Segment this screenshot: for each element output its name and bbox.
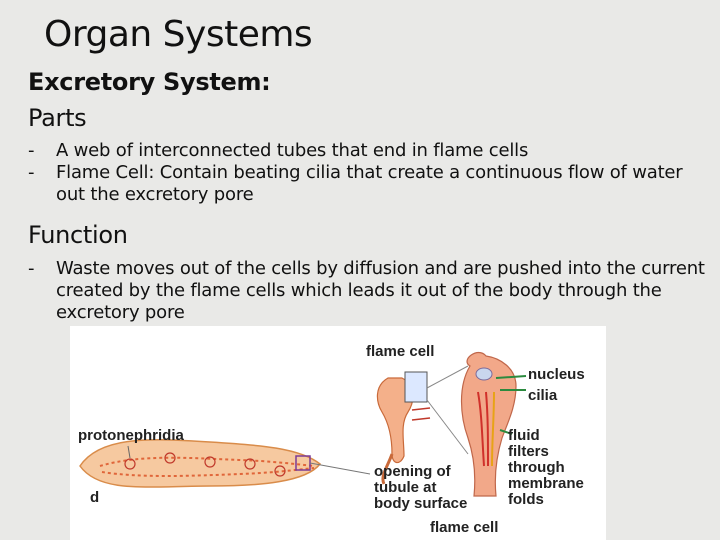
flame-cell-small-icon: [376, 365, 469, 485]
label-nucleus: nucleus: [528, 366, 585, 383]
label-opening-of: opening of: [374, 463, 452, 480]
label-tubule-at: tubule at: [374, 479, 437, 496]
function-label: Function: [28, 221, 128, 249]
label-body-surface: body surface: [374, 495, 467, 512]
label-flame-cell-top: flame cell: [366, 343, 434, 360]
label-fluid: fluid: [508, 427, 540, 444]
slide-title: Organ Systems: [44, 14, 313, 55]
diagram-svg: flame cell nucleus cilia protonephridia …: [78, 343, 585, 536]
bullet-text: A web of interconnected tubes that end i…: [56, 140, 529, 161]
panel-letter: d: [90, 489, 99, 506]
bullet-text: Flame Cell: Contain beating cilia that c…: [56, 162, 683, 205]
list-item: - Waste moves out of the cells by diffus…: [28, 258, 708, 324]
parts-list: - A web of interconnected tubes that end…: [28, 140, 708, 206]
flame-cell-large-icon: [460, 351, 527, 497]
list-item: - Flame Cell: Contain beating cilia that…: [28, 162, 708, 206]
parts-label: Parts: [28, 104, 87, 132]
bullet-marker: -: [28, 140, 35, 161]
label-flame-cell-bottom: flame cell: [430, 519, 498, 536]
bullet-marker: -: [28, 162, 35, 183]
bullet-text: Waste moves out of the cells by diffusio…: [56, 258, 705, 323]
label-folds: folds: [508, 491, 544, 508]
flatworm-diagram: flame cell nucleus cilia protonephridia …: [70, 326, 606, 540]
label-membrane: membrane: [508, 475, 584, 492]
flatworm-body-icon: [79, 438, 322, 488]
list-item: - A web of interconnected tubes that end…: [28, 140, 708, 162]
label-cilia: cilia: [528, 387, 558, 404]
function-list: - Waste moves out of the cells by diffus…: [28, 258, 708, 324]
label-through: through: [508, 459, 565, 476]
label-protonephridia: protonephridia: [78, 427, 184, 444]
section-heading: Excretory System:: [28, 68, 271, 96]
bullet-marker: -: [28, 258, 35, 279]
label-filters: filters: [508, 443, 549, 460]
